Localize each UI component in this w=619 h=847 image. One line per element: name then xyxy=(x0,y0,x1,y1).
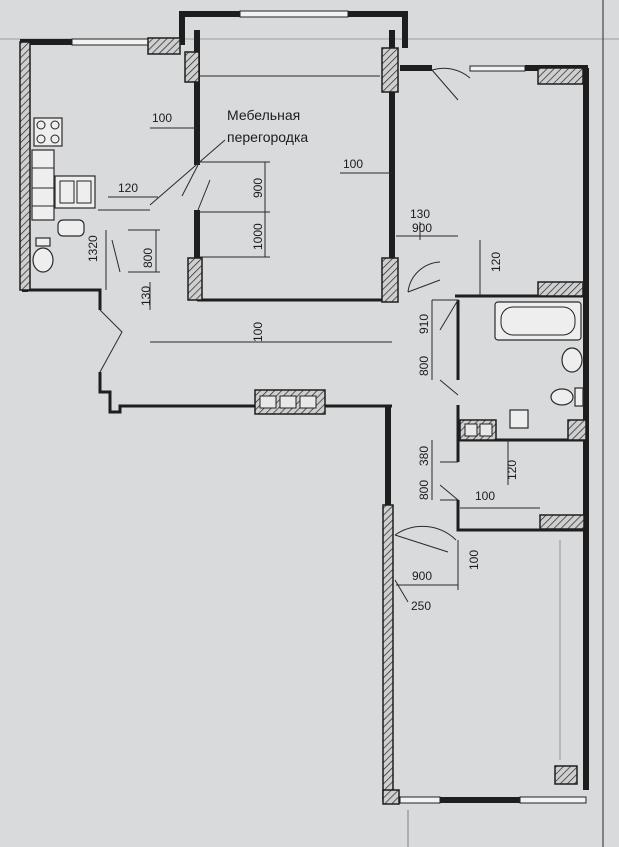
dim-900: 900 xyxy=(412,569,432,583)
door-swing-bath xyxy=(432,299,459,396)
door-swing-bedroom xyxy=(394,525,457,553)
column xyxy=(567,419,587,441)
door-swing-hall xyxy=(407,261,441,293)
burner-icon xyxy=(36,134,46,144)
column xyxy=(382,789,400,805)
wall-closet-bottom xyxy=(456,500,586,532)
dim-910: 910 xyxy=(417,314,431,334)
wall-room1-step xyxy=(179,11,240,42)
sink-basin xyxy=(59,180,75,204)
column xyxy=(539,514,585,530)
dim-120: 120 xyxy=(505,460,519,480)
columns xyxy=(19,37,587,805)
label-partition-line2: перегородка xyxy=(227,129,308,145)
dim-100: 100 xyxy=(467,550,481,570)
duct-opening xyxy=(259,395,277,409)
stove-icon xyxy=(33,117,63,147)
sink-basin xyxy=(76,180,92,204)
toilet-icon xyxy=(32,247,54,273)
door-swing-entry xyxy=(99,239,123,373)
column xyxy=(147,37,181,55)
dim-380: 380 xyxy=(417,446,431,466)
dim-100: 100 xyxy=(475,489,495,503)
column xyxy=(184,51,200,83)
door-swing-room1 xyxy=(181,164,211,211)
column xyxy=(381,47,399,93)
dimension-lines xyxy=(98,75,561,847)
dim-250: 250 xyxy=(411,599,431,613)
leader-line xyxy=(149,139,226,206)
dim-900: 900 xyxy=(251,178,265,198)
window-bedroom-b xyxy=(519,796,587,804)
leader-line xyxy=(394,579,409,603)
door-swing-closet xyxy=(439,461,460,501)
bathtub-inner xyxy=(500,306,576,336)
dim-130: 130 xyxy=(410,207,430,221)
bathtub-icon xyxy=(494,301,582,341)
wall-room1-top-right xyxy=(348,11,408,48)
dim-100: 100 xyxy=(152,111,172,125)
duct-opening xyxy=(464,423,478,437)
column xyxy=(554,765,578,785)
burner-icon xyxy=(50,120,60,130)
window-room1 xyxy=(239,10,349,18)
washbasin-icon xyxy=(57,219,85,237)
fixtures xyxy=(31,117,584,429)
label-partition-line1: Мебельная xyxy=(227,107,300,123)
dim-100: 100 xyxy=(343,157,363,171)
interior-walls xyxy=(25,30,586,800)
toilet-tank xyxy=(574,387,584,407)
kitchen-cabinet xyxy=(31,149,55,221)
dim-800: 800 xyxy=(417,356,431,376)
duct-opening xyxy=(279,395,297,409)
dim-900: 900 xyxy=(412,221,432,235)
dim-130: 130 xyxy=(139,286,153,306)
burner-icon xyxy=(36,120,46,130)
wall-kitchen-bottom xyxy=(25,288,102,310)
duct-opening xyxy=(299,395,317,409)
column xyxy=(19,41,31,291)
floor-drain-icon xyxy=(509,409,529,429)
duct-opening xyxy=(479,423,493,437)
column xyxy=(187,257,203,301)
window-kitchen xyxy=(71,38,149,46)
toilet-icon xyxy=(550,388,574,406)
washbasin-icon xyxy=(561,347,583,373)
window-room2 xyxy=(469,65,526,72)
window-bedroom-a xyxy=(399,796,441,804)
dim-1320: 1320 xyxy=(86,235,100,262)
column xyxy=(382,504,394,801)
dim-800: 800 xyxy=(417,480,431,500)
toilet-tank xyxy=(35,237,51,247)
wall-corridor-bottom xyxy=(98,372,392,414)
dim-120: 120 xyxy=(489,252,503,272)
dim-100: 100 xyxy=(251,322,265,342)
burner-icon xyxy=(50,134,60,144)
column xyxy=(381,257,399,303)
dim-800: 800 xyxy=(141,248,155,268)
dim-120: 120 xyxy=(118,181,138,195)
annotations: Мебельная перегородка 100 100 120 900 10… xyxy=(86,107,519,613)
column xyxy=(537,281,584,297)
door-swing-room2 xyxy=(431,67,471,101)
column xyxy=(537,67,584,85)
dim-1000: 1000 xyxy=(251,223,265,250)
doors xyxy=(99,67,471,553)
